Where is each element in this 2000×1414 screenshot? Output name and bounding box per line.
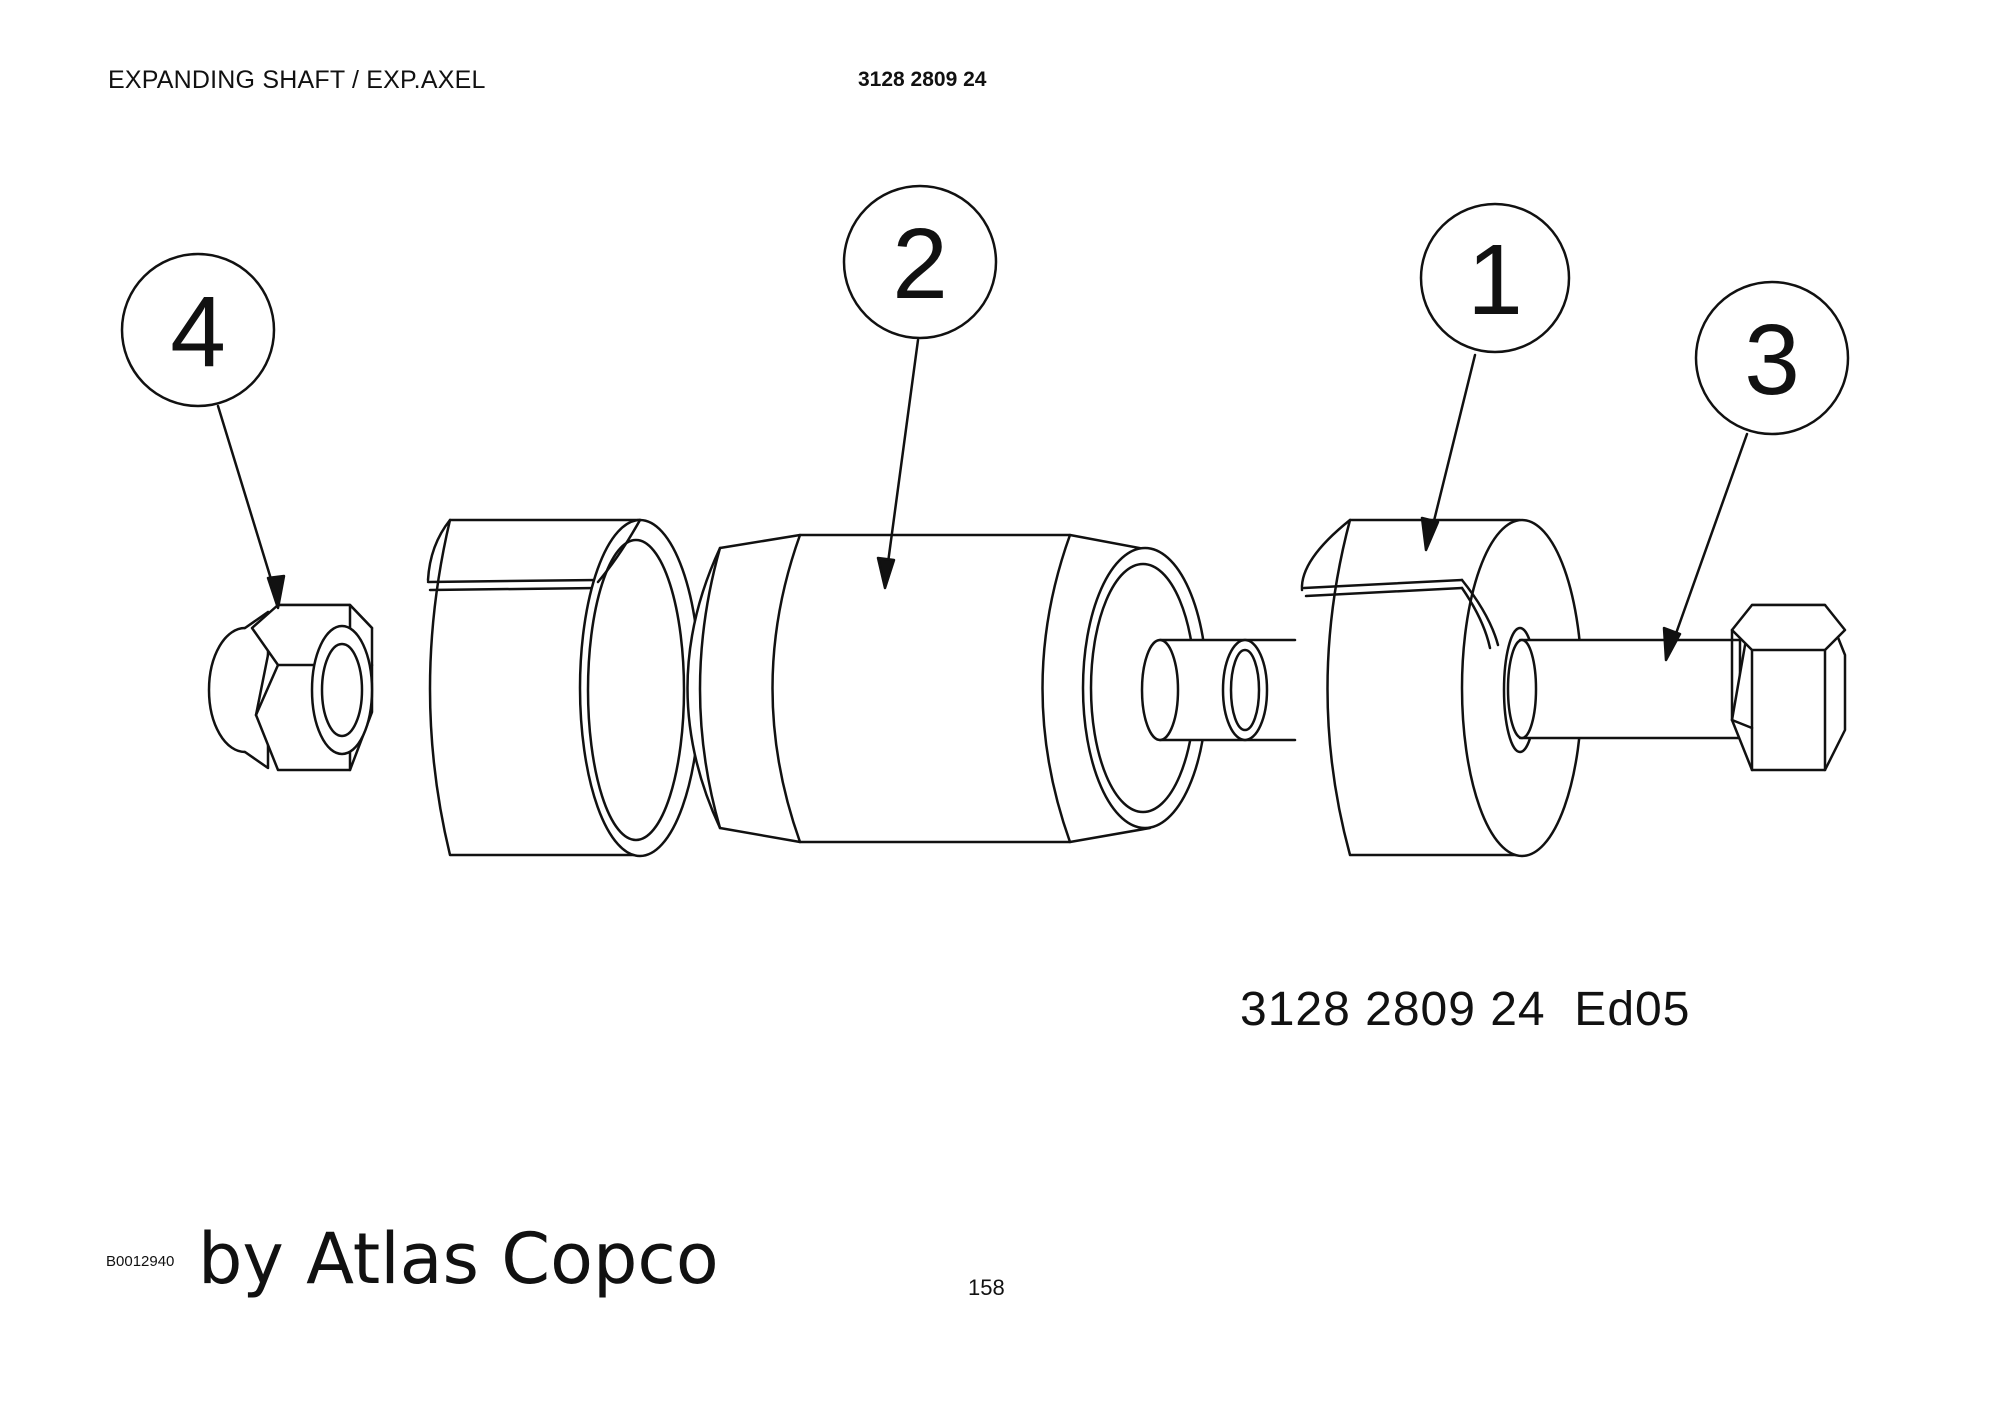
arrowhead-1: [1420, 516, 1440, 552]
balloon-4-label: 4: [170, 276, 226, 388]
leader-lines: [216, 338, 1749, 662]
arrowhead-3: [1662, 626, 1682, 662]
leader-line-1: [1426, 353, 1477, 547]
leader-line-2: [883, 338, 920, 587]
part-center-cone: [686, 533, 1209, 844]
arrowhead-4: [266, 574, 286, 610]
balloon-3-label: 3: [1744, 304, 1800, 416]
brand-text: by Atlas Copco: [198, 1218, 719, 1300]
arrowhead-2: [876, 556, 896, 590]
leader-line-4: [216, 404, 280, 604]
part-inner-tube: [1140, 638, 1297, 742]
balloon-4: 4: [120, 252, 276, 408]
balloon-2-label: 2: [892, 208, 948, 320]
page-number: 158: [968, 1275, 1005, 1300]
part-nut: [207, 603, 374, 772]
balloon-1: 1: [1419, 202, 1571, 354]
balloon-2: 2: [842, 184, 998, 340]
drawing-code: 3128 2809 24 Ed05: [1240, 983, 1691, 1036]
balloon-3: 3: [1694, 280, 1850, 436]
document-title: EXPANDING SHAFT / EXP.AXEL: [108, 66, 486, 94]
image-id: B0012940: [106, 1253, 175, 1270]
leader-line-3: [1666, 432, 1749, 658]
part-hex-bolt: [1506, 603, 1847, 772]
balloon-1-label: 1: [1467, 224, 1523, 336]
header-part-number: 3128 2809 24: [858, 68, 987, 91]
part-left-split-ring: [426, 518, 702, 858]
